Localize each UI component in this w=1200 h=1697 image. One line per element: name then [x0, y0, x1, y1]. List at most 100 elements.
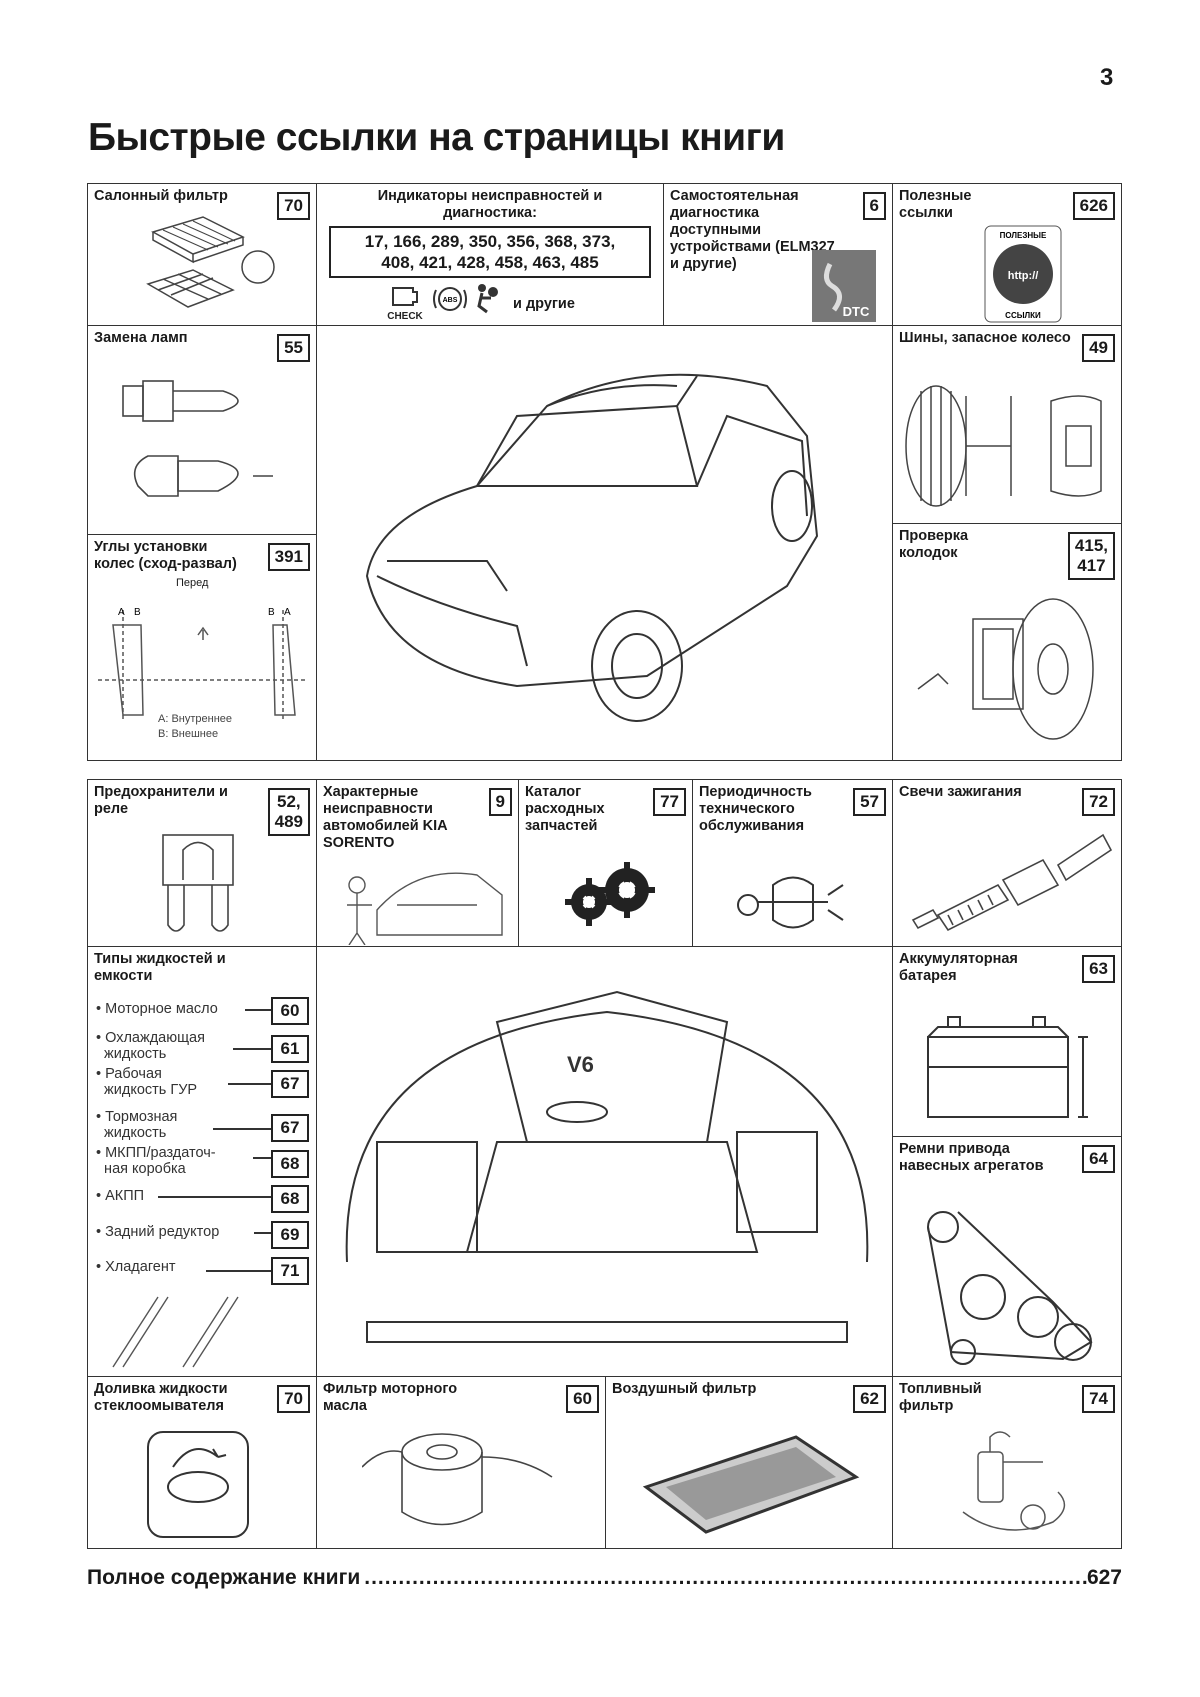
fluid-page-7[interactable]: 71 — [271, 1257, 309, 1285]
fluid-item-2: • Рабочая жидкость ГУР — [96, 1066, 198, 1098]
svg-text:B: B — [268, 607, 275, 618]
fluid-item-1: • Охлаждающая жидкость — [96, 1030, 205, 1062]
diagnostic-codes-box[interactable]: 17, 166, 289, 350, 356, 368, 373, 408, 4… — [329, 226, 651, 278]
fuel-filter-cell[interactable]: Топливный фильтр 74 — [892, 1376, 1122, 1549]
engine-bay-cell[interactable]: V6 — [316, 946, 893, 1377]
gears-icon — [561, 860, 656, 930]
tires-page[interactable]: 49 — [1082, 334, 1115, 362]
battery-label: Аккумуляторная батарея — [899, 951, 1018, 984]
fuses-page[interactable]: 52, 489 — [267, 788, 310, 836]
maintenance-label: Периодичность технического обслуживания — [699, 784, 812, 834]
lamps-page[interactable]: 55 — [277, 334, 310, 362]
indicators-cell[interactable]: Индикаторы неисправностей и диагностика:… — [316, 183, 664, 326]
svg-text:ПОЛЕЗНЫЕ: ПОЛЕЗНЫЕ — [1000, 231, 1047, 240]
cabin-filter-page[interactable]: 70 — [277, 192, 310, 220]
spark-plug-icon — [908, 820, 1113, 940]
codes-line-2: 408, 421, 428, 458, 463, 485 — [381, 253, 599, 272]
fluid-item-5: • АКПП — [96, 1188, 145, 1204]
indicators-label: Индикаторы неисправностей и диагностика: — [377, 188, 603, 221]
svg-text:DTC: DTC — [843, 304, 870, 319]
cabin-filter-label: Салонный фильтр — [94, 188, 228, 204]
page-title: Быстрые ссылки на страницы книги — [88, 116, 785, 159]
fluid-page-5[interactable]: 68 — [271, 1185, 309, 1213]
spark-plugs-label: Свечи зажигания — [899, 784, 1022, 800]
cabin-filter-cell[interactable]: Салонный фильтр 70 — [87, 183, 317, 326]
fuses-label: Предохранители и реле — [94, 784, 228, 817]
brake-pads-cell[interactable]: Проверка колодок 415, 417 — [892, 523, 1122, 761]
oil-filter-cell[interactable]: Фильтр моторного масла 60 — [316, 1376, 606, 1549]
battery-cell[interactable]: Аккумуляторная батарея 63 — [892, 946, 1122, 1137]
spark-plugs-page[interactable]: 72 — [1082, 788, 1115, 816]
others-label: и другие — [513, 296, 575, 312]
battery-page[interactable]: 63 — [1082, 955, 1115, 983]
fuses-cell[interactable]: Предохранители и реле 52, 489 — [87, 779, 317, 947]
alignment-page[interactable]: 391 — [267, 543, 310, 571]
fluid-page-2[interactable]: 67 — [271, 1070, 309, 1098]
washer-page[interactable]: 70 — [277, 1385, 310, 1413]
full-contents-label: Полное содержание книги — [87, 1566, 361, 1589]
fuel-filter-page[interactable]: 74 — [1082, 1385, 1115, 1413]
maintenance-page[interactable]: 57 — [853, 788, 886, 816]
useful-links-page[interactable]: 626 — [1072, 192, 1115, 220]
mechanic-car-icon — [337, 860, 507, 946]
alignment-cell[interactable]: Углы установки колес (сход-развал) 391 A… — [87, 534, 317, 761]
check-engine-text: CHECK — [387, 311, 423, 322]
wrench-hand-icon — [733, 860, 853, 940]
svg-text:B: B — [134, 607, 141, 618]
alignment-label: Углы установки колес (сход-развал) — [94, 539, 237, 572]
lamps-cell[interactable]: Замена ламп 55 — [87, 325, 317, 535]
fluid-item-7: • Хладагент — [96, 1259, 176, 1275]
fluid-page-3[interactable]: 67 — [271, 1114, 309, 1142]
washer-cell[interactable]: Доливка жидкости стеклоомывателя 70 — [87, 1376, 317, 1549]
brake-disc-icon — [913, 589, 1113, 749]
full-contents-page[interactable]: 627 — [1086, 1566, 1122, 1589]
belts-page[interactable]: 64 — [1082, 1145, 1115, 1173]
catalog-cell[interactable]: Каталог расходных запчастей 77 — [518, 779, 693, 947]
airbag-icon — [473, 282, 501, 314]
fluid-page-0[interactable]: 60 — [271, 997, 309, 1025]
engine-bay-icon: V6 — [337, 962, 877, 1362]
legend-b: B: Внешнее — [158, 728, 219, 740]
fluid-page-1[interactable]: 61 — [271, 1035, 309, 1063]
full-contents-link[interactable]: Полное содержание книги ................… — [87, 1566, 1122, 1590]
fluid-item-6: • Задний редуктор — [96, 1224, 220, 1240]
svg-text:http://: http:// — [1008, 270, 1039, 282]
fluids-cell[interactable]: Типы жидкостей и емкости • Моторное масл… — [87, 946, 317, 1377]
air-filter-cell[interactable]: Воздушный фильтр 62 — [605, 1376, 893, 1549]
spark-plugs-cell[interactable]: Свечи зажигания 72 — [892, 779, 1122, 947]
belts-label: Ремни привода навесных агрегатов — [899, 1141, 1044, 1174]
svg-text:ABS: ABS — [443, 297, 458, 304]
svg-text:ССЫЛКИ: ССЫЛКИ — [1005, 311, 1041, 320]
check-engine-icon — [387, 284, 423, 310]
abs-icon: ABS — [433, 284, 467, 314]
catalog-page[interactable]: 77 — [653, 788, 686, 816]
belts-cell[interactable]: Ремни привода навесных агрегатов 64 — [892, 1136, 1122, 1377]
page-number: 3 — [1100, 64, 1114, 91]
oil-filter-icon — [361, 1427, 562, 1542]
self-diagnostics-cell[interactable]: Самостоятельная диагностика доступными у… — [663, 183, 893, 326]
dtc-logo-icon: DTC — [812, 250, 876, 322]
fluid-page-6[interactable]: 69 — [271, 1221, 309, 1249]
vehicle-illustration-cell[interactable] — [316, 325, 893, 761]
fluid-item-0: • Моторное масло — [96, 1001, 218, 1017]
legend-a: A: Внутреннее — [158, 713, 233, 725]
faults-cell[interactable]: Характерные неисправности автомобилей KI… — [316, 779, 519, 947]
fluid-dipstick-icon — [103, 1292, 243, 1372]
maintenance-cell[interactable]: Периодичность технического обслуживания … — [692, 779, 893, 947]
fluids-label: Типы жидкостей и емкости — [94, 951, 226, 984]
oil-filter-page[interactable]: 60 — [566, 1385, 599, 1413]
faults-page[interactable]: 9 — [488, 788, 512, 816]
brake-pads-page[interactable]: 415, 417 — [1067, 532, 1115, 580]
tires-cell[interactable]: Шины, запасное колесо 49 — [892, 325, 1122, 524]
faults-label: Характерные неисправности автомобилей KI… — [323, 784, 448, 851]
air-filter-page[interactable]: 62 — [853, 1385, 886, 1413]
air-filter-label: Воздушный фильтр — [612, 1381, 757, 1397]
lamps-label: Замена ламп — [94, 330, 188, 346]
leader-dots: ........................................… — [364, 1566, 1087, 1589]
self-diagnostics-page[interactable]: 6 — [862, 192, 886, 220]
washer-label: Доливка жидкости стеклоомывателя — [94, 1381, 228, 1414]
tire-wheel-icon — [901, 376, 1116, 516]
fluid-page-4[interactable]: 68 — [271, 1150, 309, 1178]
svg-text:A: A — [118, 607, 125, 618]
